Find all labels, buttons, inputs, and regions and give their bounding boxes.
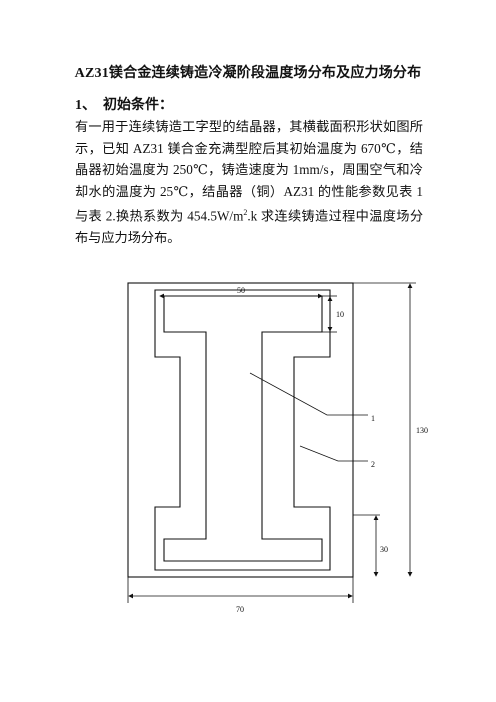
dim-label-flange: 10: [336, 310, 344, 319]
dim-label-total-width: 70: [236, 605, 244, 614]
leader-line-region-1: [249, 372, 368, 416]
region-1-label: 1: [371, 414, 375, 423]
dim-label-bottom-height: 30: [380, 545, 388, 554]
dim-label-total-height: 130: [416, 426, 428, 435]
section-heading-text: 初始条件：: [103, 98, 173, 113]
casting-i-beam-outline: [163, 295, 323, 562]
paragraph-part-1: 有一用于连续铸造工字型的结晶器，其横截面积形状如图所示，已知 AZ31 镁合金充…: [75, 119, 423, 224]
mold-outer-boundary: [127, 282, 354, 578]
mold-cavity-outline: [154, 289, 331, 571]
leader-line-region-2: [299, 445, 368, 462]
section-heading: 1、初始条件：: [75, 94, 173, 114]
problem-paragraph: 有一用于连续铸造工字型的结晶器，其横截面积形状如图所示，已知 AZ31 镁合金充…: [75, 116, 423, 248]
document-title: AZ31镁合金连续铸造冷凝阶段温度场分布及应力场分布: [74, 66, 422, 81]
paragraph-part-2: .k 求连续铸造过程中温度场分布与应力场分布。: [75, 208, 424, 245]
dim-label-top-width: 50: [237, 286, 245, 295]
paragraph-superscript: 2: [243, 208, 248, 217]
region-2-label: 2: [371, 460, 375, 469]
section-number: 1、: [75, 98, 96, 113]
